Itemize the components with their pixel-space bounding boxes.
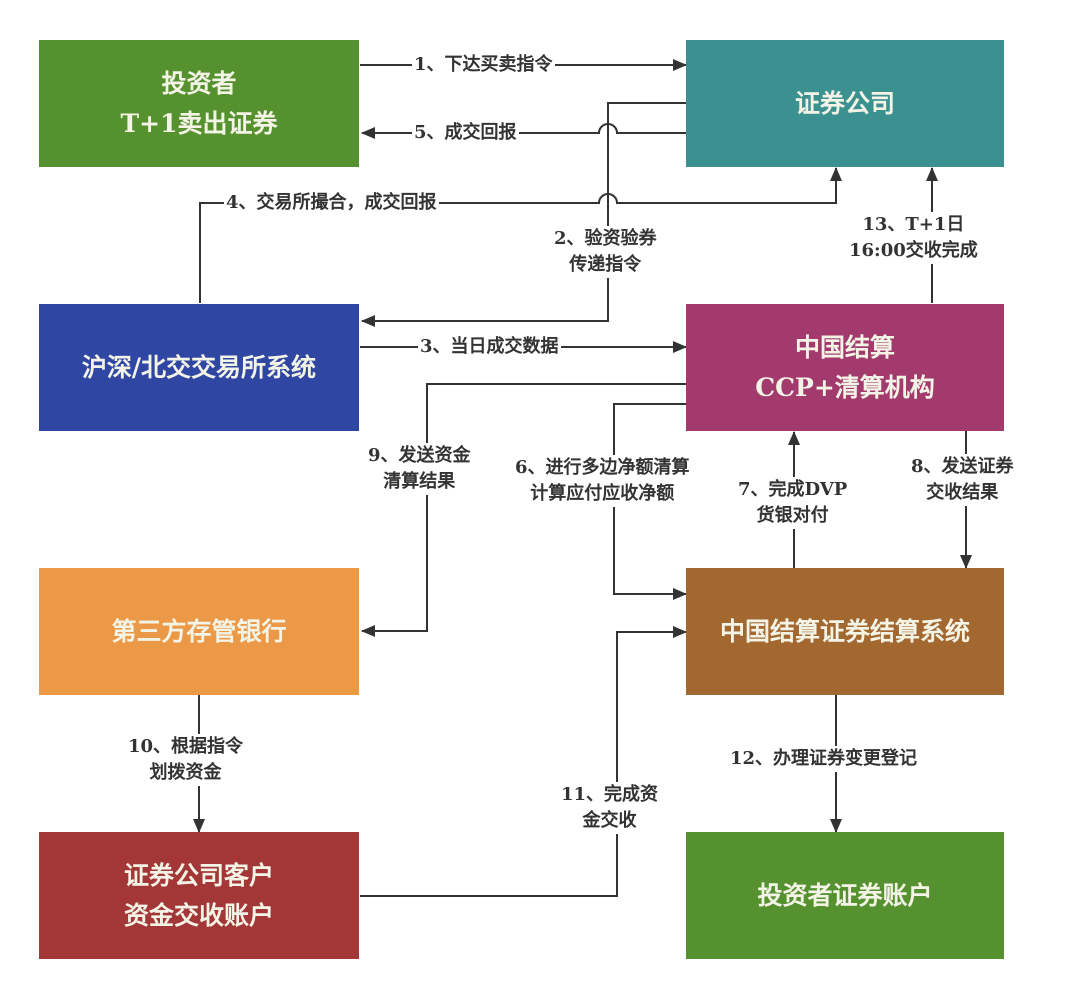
node-broker[interactable]: 证券公司 [686,40,1004,167]
edge-label-13: 13、T+1日 16:00交收完成 [847,212,980,264]
edge-label-8: 8、发送证券 交收结果 [909,454,1016,506]
edge-label-9: 9、发送资金 清算结果 [366,443,473,495]
edge-label-11: 11、完成资 金交收 [559,782,661,834]
node-settlement-system[interactable]: 中国结算证券结算系统 [686,568,1004,695]
edge-label-1: 1、下达买卖指令 [412,52,555,78]
node-custodian-bank[interactable]: 第三方存管银行 [39,568,359,695]
edge-label-12: 12、办理证券变更登记 [728,746,920,772]
edge-label-3: 3、当日成交数据 [418,334,561,360]
edge-4-arrow [199,167,842,303]
edge-label-4: 4、交易所撮合，成交回报 [224,190,439,216]
edge-label-2: 2、验资验券 传递指令 [552,226,659,278]
node-exchange[interactable]: 沪深/北交交易所系统 [39,304,359,431]
edge-9-arrow [361,383,686,637]
node-investor-securities-account[interactable]: 投资者证券账户 [686,832,1004,959]
edge-2-arrow [361,102,686,327]
node-client-fund-account[interactable]: 证券公司客户 资金交收账户 [39,832,359,959]
edge-label-7: 7、完成DVP 货银对付 [736,477,850,529]
node-ccp[interactable]: 中国结算 CCP+清算机构 [686,304,1004,431]
node-investor[interactable]: 投资者 T+1卖出证券 [39,40,359,167]
edge-label-10: 10、根据指令 划拨资金 [126,734,246,786]
edge-label-6: 6、进行多边净额清算 计算应付应收净额 [513,455,692,507]
edge-5-arrow [361,123,686,139]
edge-11-arrow [360,626,687,897]
edge-label-5: 5、成交回报 [412,120,519,146]
